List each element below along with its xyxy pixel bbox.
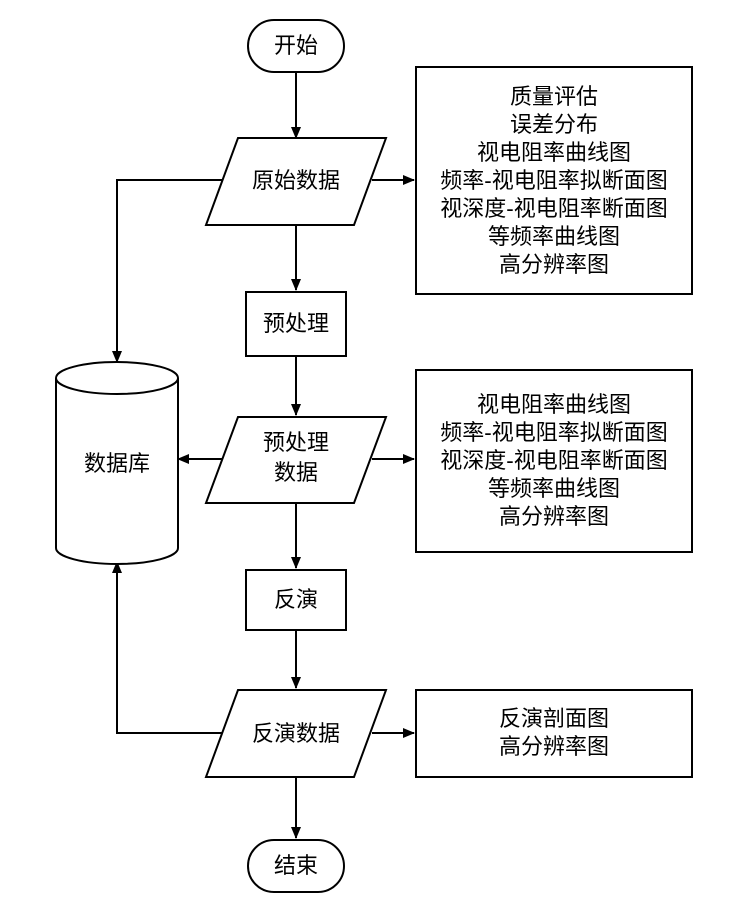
raw-output-item: 等频率曲线图 [488,225,620,250]
preprocessed-output-item: 视电阻率曲线图 [477,393,631,418]
arrow-inversion-data-to-database [112,561,228,734]
inversion-label: 反演 [274,588,318,613]
start-label: 开始 [274,34,318,59]
database-node: 数据库 [55,361,179,565]
end-node: 结束 [247,839,345,893]
preprocessed-data-label-line1: 预处理 [263,431,329,456]
inversion-output-item: 高分辨率图 [499,735,609,760]
preprocessed-output-item: 频率-视电阻率拟断面图 [440,421,667,446]
preprocessed-outputs-box: 视电阻率曲线图 频率-视电阻率拟断面图 视深度-视电阻率断面图 等频率曲线图 高… [415,369,693,553]
preprocessed-output-item: 等频率曲线图 [488,477,620,502]
arrow-raw-data-to-database [112,179,228,363]
inversion-data-node: 反演数据 [204,689,388,778]
raw-output-item: 误差分布 [510,113,598,138]
inversion-outputs-box: 反演剖面图 高分辨率图 [415,689,693,778]
inversion-output-item: 反演剖面图 [499,707,609,732]
preprocessed-data-node: 预处理 数据 [204,416,388,504]
preprocessed-data-label-line2: 数据 [274,461,318,486]
raw-outputs-box: 质量评估 误差分布 视电阻率曲线图 频率-视电阻率拟断面图 视深度-视电阻率断面… [415,66,693,295]
inversion-data-label: 反演数据 [252,722,340,747]
preprocessed-output-item: 视深度-视电阻率断面图 [440,449,667,474]
preprocess-node: 预处理 [245,291,347,357]
raw-output-item: 高分辨率图 [499,253,609,278]
raw-output-item: 视电阻率曲线图 [477,141,631,166]
raw-data-label: 原始数据 [252,169,340,194]
raw-output-item: 频率-视电阻率拟断面图 [440,169,667,194]
raw-data-node: 原始数据 [204,137,388,226]
raw-output-item: 质量评估 [510,85,598,110]
end-label: 结束 [274,854,318,879]
start-node: 开始 [247,19,345,73]
connectors [112,72,415,839]
database-label: 数据库 [84,452,150,477]
preprocessed-output-item: 高分辨率图 [499,505,609,530]
inversion-node: 反演 [245,569,347,631]
preprocess-label: 预处理 [263,312,329,337]
raw-output-item: 视深度-视电阻率断面图 [440,197,667,222]
